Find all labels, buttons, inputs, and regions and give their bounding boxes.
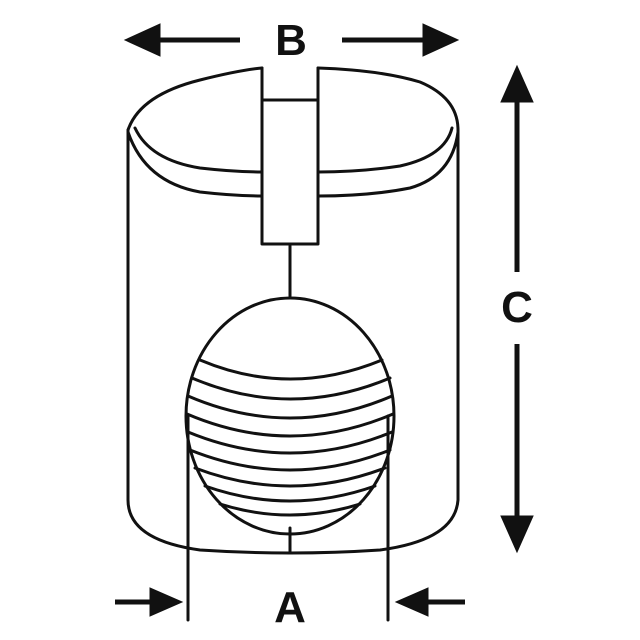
- cylinder-recess-lower-edge: [126, 130, 460, 198]
- thread-lines: [185, 358, 395, 517]
- cylinder-top-rim: [126, 66, 460, 132]
- label-b: B: [275, 16, 307, 65]
- cylinder-top-inner-edge: [133, 126, 454, 174]
- dim-a-left-arrow: [149, 587, 184, 617]
- label-a: A: [274, 583, 306, 632]
- threaded-hole-outer: [184, 296, 396, 536]
- dim-a-right-arrow: [394, 587, 429, 617]
- cylinder-body: [126, 128, 460, 555]
- dim-c-top-arrow: [500, 64, 534, 103]
- dim-b-right-arrow: [422, 23, 460, 57]
- dim-b-left-arrow: [123, 23, 161, 57]
- dim-c-bottom-arrow: [500, 515, 534, 554]
- label-c: C: [501, 283, 533, 332]
- screwdriver-slot: [260, 66, 320, 246]
